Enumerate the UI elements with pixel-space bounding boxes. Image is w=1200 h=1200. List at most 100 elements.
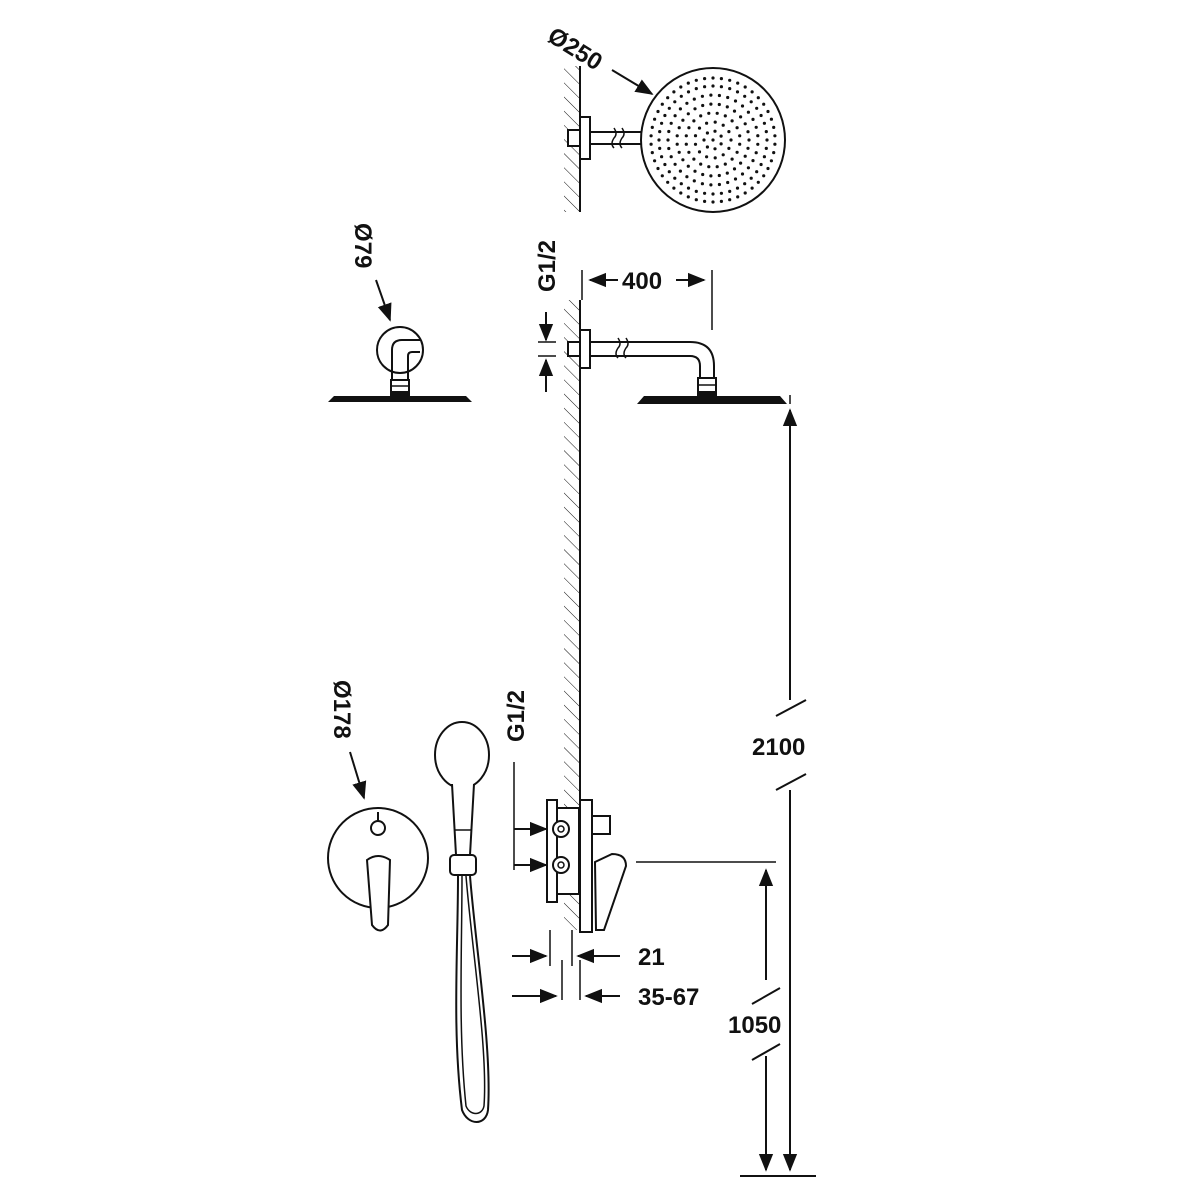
nozzle-dot	[684, 134, 688, 138]
nozzle-dot	[653, 159, 657, 163]
nozzle-dot	[733, 99, 738, 103]
nozzle-dot	[673, 162, 677, 166]
nozzle-dot	[694, 78, 698, 82]
nozzle-dot	[672, 90, 676, 94]
nozzle-dot	[746, 166, 751, 170]
hand-shower	[434, 721, 490, 1123]
nozzle-dot	[679, 85, 683, 89]
nozzle-dot	[709, 174, 713, 178]
nozzle-dot	[686, 81, 690, 85]
nozzle-dot	[679, 94, 683, 98]
nozzle-dot	[667, 106, 671, 110]
nozzle-dot	[750, 90, 754, 94]
nozzle-dot	[663, 162, 667, 167]
nozzle-dot	[740, 104, 745, 108]
nozzle-dot	[693, 169, 697, 173]
nozzle-dot	[692, 97, 696, 101]
nozzle-dot	[736, 195, 740, 199]
nozzle-dot	[707, 111, 711, 115]
nozzle-dot	[692, 157, 696, 161]
nozzle-dot	[650, 151, 654, 155]
nozzle-dot	[735, 186, 740, 190]
nozzle-dot	[666, 96, 670, 100]
nozzle-dot	[759, 113, 763, 118]
nozzle-dot	[766, 109, 770, 114]
nozzle-dot	[743, 122, 747, 126]
nozzle-dot	[669, 155, 673, 159]
nozzle-dot	[686, 186, 691, 190]
nozzle-dot	[762, 121, 767, 125]
label-plate-diameter: Ø178	[328, 680, 355, 739]
nozzle-dot	[673, 114, 677, 118]
nozzle-dot	[666, 138, 670, 142]
nozzle-dot	[667, 146, 671, 151]
nozzle-dot	[667, 170, 671, 174]
nozzle-dot	[719, 191, 724, 195]
nozzle-dot	[739, 115, 743, 119]
nozzle-dot	[693, 107, 697, 111]
nozzle-dot	[650, 125, 654, 129]
nozzle-dot	[750, 186, 754, 190]
nozzle-dot	[755, 106, 759, 110]
nozzle-dot	[687, 126, 691, 130]
nozzle-dot	[764, 130, 768, 134]
dimension-shower-head-diameter: Ø250	[543, 22, 654, 95]
nozzle-dot	[765, 138, 769, 142]
nozzle-dot	[673, 100, 677, 104]
nozzle-dot	[686, 112, 690, 116]
nozzle-dot	[709, 183, 713, 187]
nozzle-dot	[719, 85, 724, 89]
rain-shower-head-front	[640, 67, 786, 213]
label-mixer-height: 1050	[728, 1012, 781, 1039]
nozzle-dot	[713, 147, 717, 151]
shower-nozzles	[649, 76, 777, 204]
nozzle-dot	[672, 186, 676, 190]
nozzle-dot	[663, 113, 667, 118]
nozzle-dot	[738, 134, 742, 138]
nozzle-dot	[686, 195, 690, 199]
nozzle-dot	[700, 182, 705, 186]
nozzle-dot	[685, 175, 689, 179]
nozzle-dot	[699, 114, 703, 118]
label-flange-diameter: Ø79	[349, 223, 376, 268]
nozzle-dot	[699, 162, 703, 166]
nozzle-dot	[684, 142, 688, 146]
nozzle-dot	[697, 126, 702, 130]
nozzle-dot	[719, 134, 723, 138]
nozzle-dot	[769, 117, 774, 121]
nozzle-dot	[705, 131, 710, 135]
nozzle-dot	[727, 146, 731, 150]
nozzle-dot	[649, 134, 653, 138]
nozzle-dot	[658, 146, 662, 150]
label-head-height: 2100	[752, 734, 805, 761]
nozzle-dot	[715, 111, 719, 115]
nozzle-dot	[756, 180, 760, 184]
nozzle-dot	[717, 102, 721, 107]
nozzle-dot	[762, 102, 766, 106]
nozzle-dot	[679, 182, 683, 186]
nozzle-dot	[723, 162, 727, 166]
nozzle-dot	[703, 199, 707, 203]
nozzle-dot	[653, 117, 657, 121]
nozzle-dot	[679, 191, 683, 195]
nozzle-dot	[728, 78, 732, 82]
nozzle-dot	[764, 146, 768, 150]
nozzle-dot	[743, 182, 747, 186]
nozzle-dot	[727, 130, 731, 134]
nozzle-dot	[702, 138, 706, 142]
nozzle-dot	[711, 138, 715, 142]
dimension-arm-thread: G1/2	[534, 240, 561, 392]
nozzle-dot	[673, 176, 677, 180]
nozzle-dot	[739, 161, 743, 165]
nozzle-dot	[677, 150, 681, 154]
dimension-wall-depth: 35-67	[512, 960, 699, 1011]
main-shower-arm	[567, 329, 787, 404]
nozzle-dot	[743, 94, 747, 98]
nozzle-dot	[754, 125, 758, 129]
nozzle-dot	[762, 174, 766, 178]
nozzle-dot	[693, 142, 698, 146]
nozzle-dot	[728, 198, 732, 202]
nozzle-dot	[756, 96, 760, 100]
nozzle-dot	[693, 134, 698, 138]
